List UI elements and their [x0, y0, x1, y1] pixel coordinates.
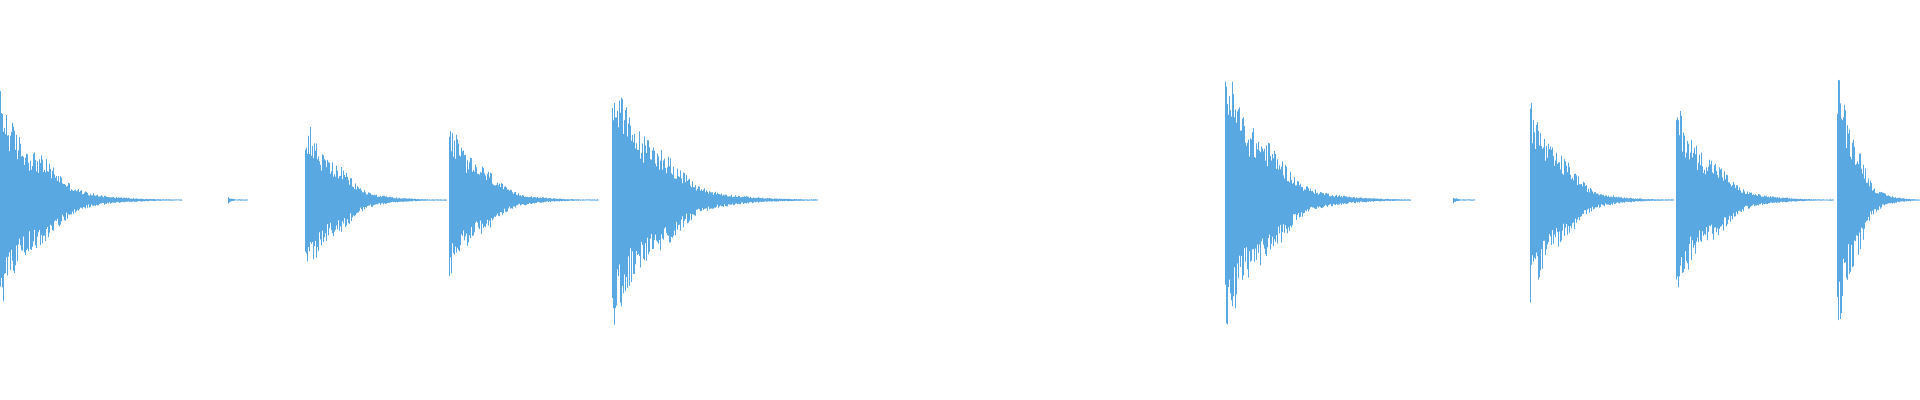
waveform-samples: [0, 79, 1920, 325]
waveform-transient-2: [228, 197, 248, 204]
waveform-transient-10: [1837, 79, 1920, 321]
waveform-transient-6: [1225, 81, 1411, 325]
waveform-transient-9: [1676, 111, 1834, 288]
waveform-transient-5: [612, 97, 818, 325]
waveform-transient-3: [305, 127, 447, 262]
waveform-transient-4: [449, 131, 599, 276]
waveform-transient-7: [1453, 198, 1475, 204]
waveform-transient-1: [0, 91, 182, 302]
waveform-transient-8: [1530, 102, 1674, 303]
